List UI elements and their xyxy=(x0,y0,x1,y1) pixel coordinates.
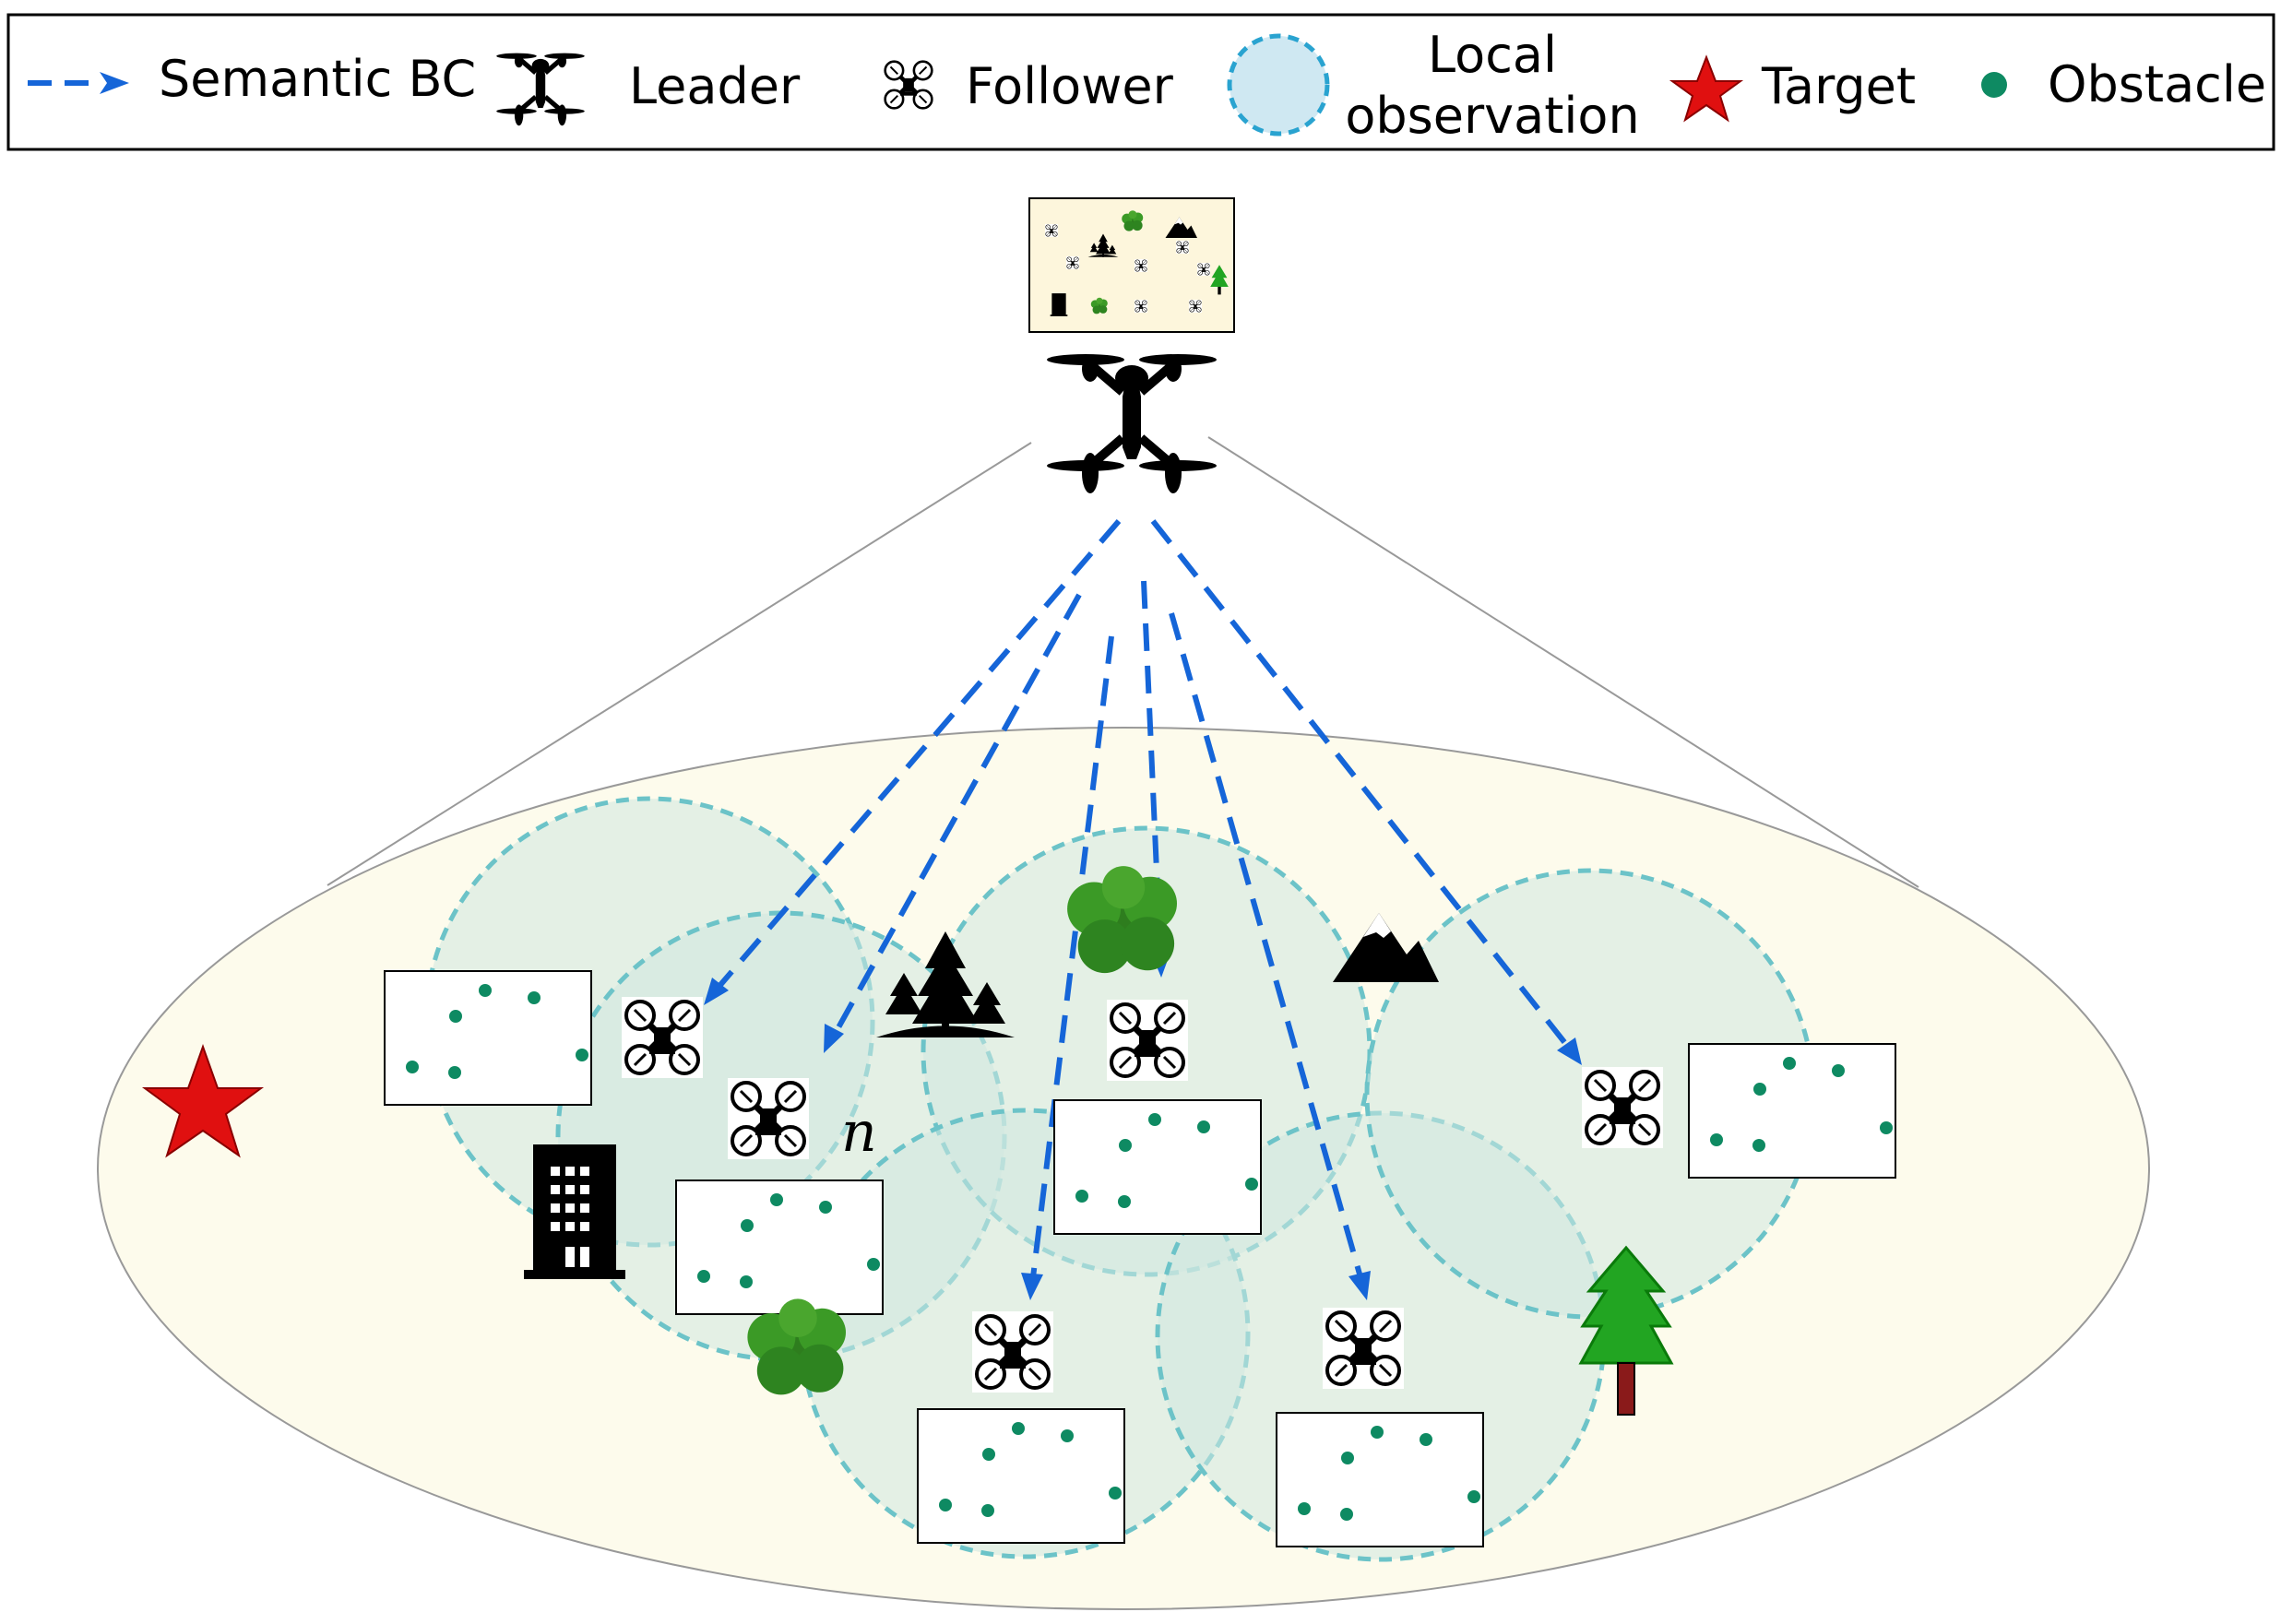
follower-drone-3 xyxy=(1107,1000,1188,1081)
observation-panel-2 xyxy=(675,1179,884,1315)
legend-leader: Leader xyxy=(629,57,801,115)
follower-drone-6 xyxy=(1582,1067,1663,1148)
obstacle-dot-icon xyxy=(1981,72,2007,98)
legend-semantic-bc: Semantic BC xyxy=(159,50,476,108)
legend-local-line1: Local xyxy=(1428,26,1557,84)
target-star-icon xyxy=(1669,54,1744,123)
legend-local-line2: observation xyxy=(1345,87,1639,145)
observation-panel-3 xyxy=(1053,1099,1262,1235)
target-star-icon xyxy=(141,1044,265,1158)
building-icon xyxy=(524,1144,625,1279)
follower-drone-icon xyxy=(882,58,934,111)
pine-tree-icon xyxy=(1578,1245,1674,1416)
semantic-bc-arrow-3 xyxy=(1030,635,1114,1278)
observation-panel-4 xyxy=(917,1408,1125,1544)
follower-drone-1 xyxy=(622,997,703,1078)
legend-target: Target xyxy=(1761,57,1916,115)
observation-panel-6 xyxy=(1688,1043,1896,1179)
follower-drone-2 xyxy=(728,1078,809,1159)
legend-box xyxy=(6,13,2275,151)
semantic-bc-arrow-icon xyxy=(28,72,129,94)
local-observation-icon xyxy=(1227,33,1330,136)
legend-follower: Follower xyxy=(966,57,1174,115)
follower-drone-4 xyxy=(972,1311,1053,1393)
fov-line-left xyxy=(327,442,1032,886)
semantic-bc-arrow-5 xyxy=(1169,612,1363,1278)
leader-drone xyxy=(1047,354,1217,493)
semantic-bc-arrowheads xyxy=(704,950,1582,1300)
semantic-bc-arrow-6 xyxy=(1150,519,1571,1049)
observation-panel-5 xyxy=(1276,1412,1484,1547)
legend-obstacle: Obstacle xyxy=(2048,55,2266,113)
follower-index-label: n xyxy=(841,1100,877,1165)
follower-drone-5 xyxy=(1323,1308,1404,1389)
fov-line-right xyxy=(1207,436,1919,888)
semantic-map-icon xyxy=(1028,197,1235,333)
semantic-bc-arrow-1 xyxy=(712,519,1122,993)
legend: Semantic BC Leader Follower Local observ… xyxy=(6,13,2275,151)
observation-panel-1 xyxy=(384,970,592,1106)
